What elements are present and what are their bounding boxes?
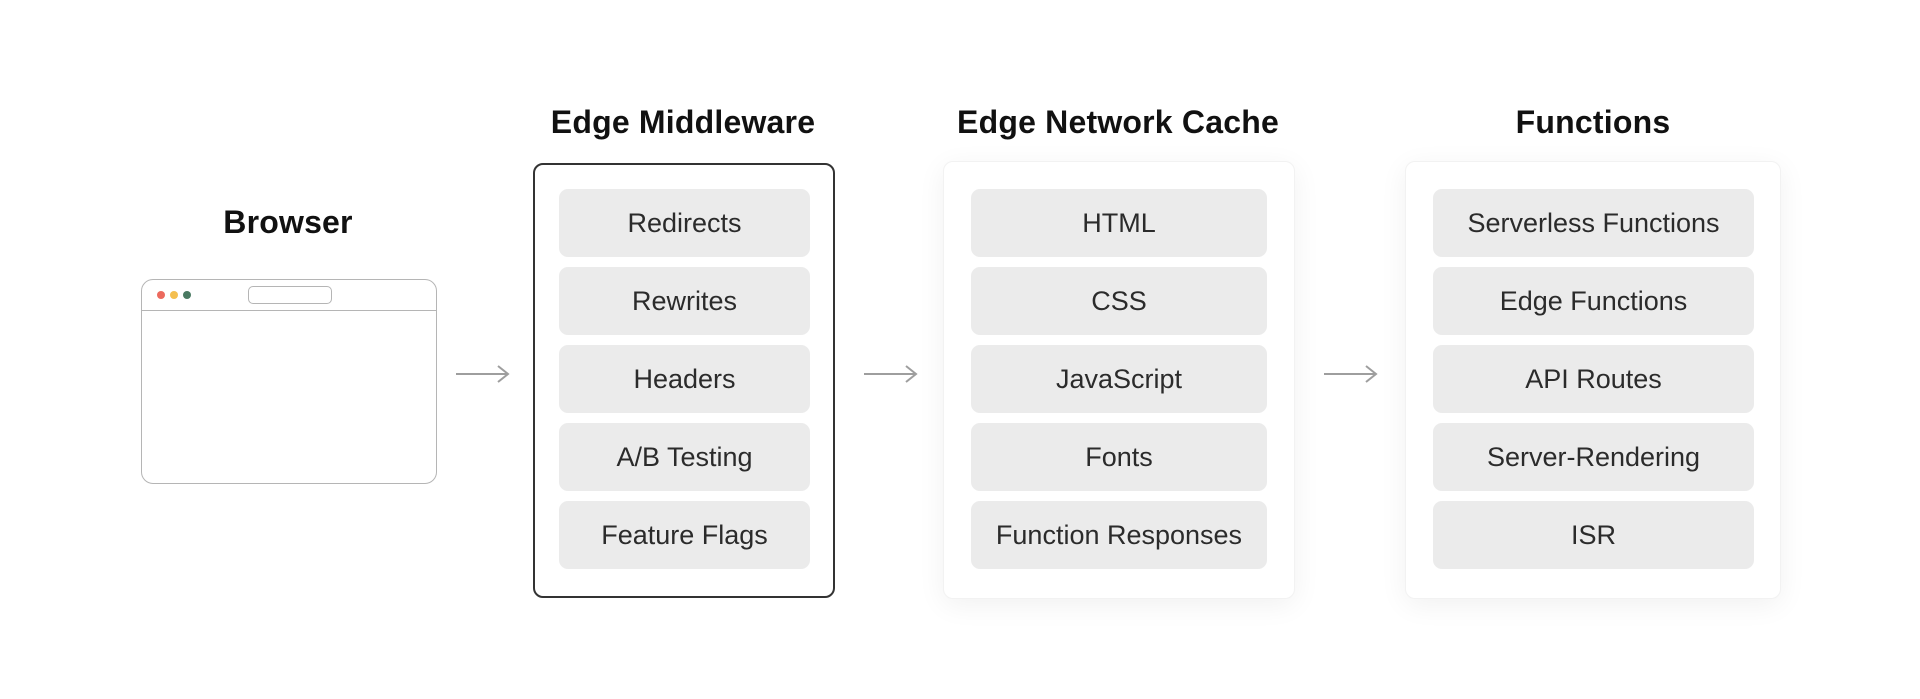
browser-url-bar xyxy=(248,286,332,304)
arrow-right-icon xyxy=(1324,365,1378,383)
stage-item: Rewrites xyxy=(559,267,810,335)
stage-item: CSS xyxy=(971,267,1267,335)
browser-title: Browser xyxy=(223,204,353,240)
stage-item: Function Responses xyxy=(971,501,1267,569)
window-minimize-dot-icon xyxy=(170,291,178,299)
stage-item: Edge Functions xyxy=(1433,267,1754,335)
stage-item: API Routes xyxy=(1433,345,1754,413)
edge-middleware-panel: Redirects Rewrites Headers A/B Testing F… xyxy=(533,163,835,598)
browser-toolbar xyxy=(142,280,436,311)
stage-item: Feature Flags xyxy=(559,501,810,569)
edge-network-cache-title: Edge Network Cache xyxy=(957,104,1279,140)
stage-item: Redirects xyxy=(559,189,810,257)
browser-window-illustration xyxy=(141,279,437,484)
window-close-dot-icon xyxy=(157,291,165,299)
stage-item: Serverless Functions xyxy=(1433,189,1754,257)
window-maximize-dot-icon xyxy=(183,291,191,299)
arrow-right-icon xyxy=(864,365,918,383)
stage-item: Server-Rendering xyxy=(1433,423,1754,491)
stage-item: Fonts xyxy=(971,423,1267,491)
stage-item: A/B Testing xyxy=(559,423,810,491)
stage-item: Headers xyxy=(559,345,810,413)
edge-middleware-title: Edge Middleware xyxy=(550,104,816,140)
stage-item: HTML xyxy=(971,189,1267,257)
stage-item: ISR xyxy=(1433,501,1754,569)
arrow-right-icon xyxy=(456,365,510,383)
stage-item: JavaScript xyxy=(971,345,1267,413)
edge-network-cache-panel: HTML CSS JavaScript Fonts Function Respo… xyxy=(943,161,1295,599)
functions-panel: Serverless Functions Edge Functions API … xyxy=(1405,161,1781,599)
functions-title: Functions xyxy=(1515,104,1671,140)
